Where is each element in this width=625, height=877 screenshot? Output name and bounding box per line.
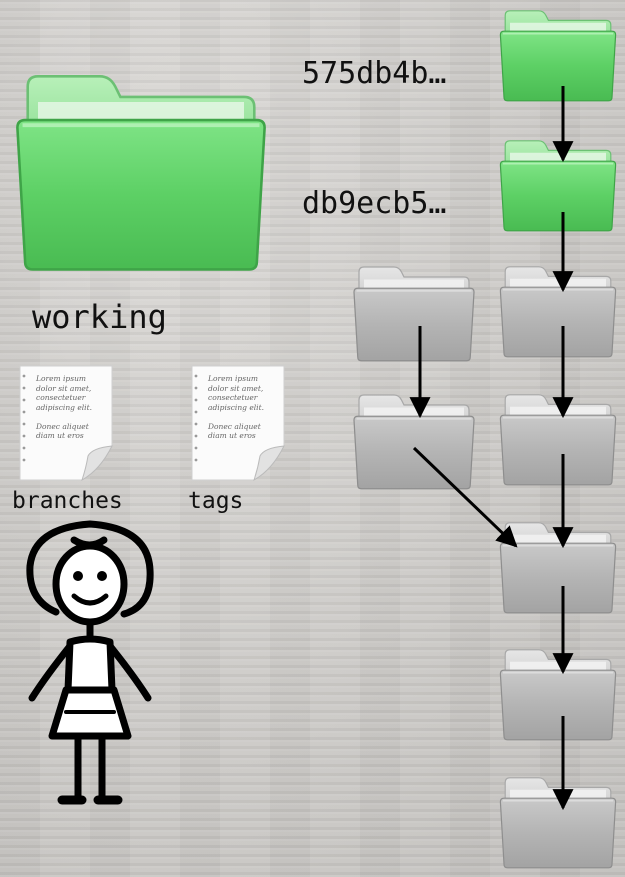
commit-hash-1: 575db4b… [302,56,447,91]
working-folder-icon[interactable] [15,74,267,272]
branches-document-icon[interactable] [16,364,116,482]
commit-hash-2: db9ecb5… [302,186,447,221]
branch-folder-1[interactable] [353,266,475,362]
commit-folder-db9ecb5[interactable] [499,139,617,232]
commit-folder-gray-2[interactable] [499,393,617,486]
branches-document-text: Lorem ipsum dolor sit amet, consectetuer… [36,374,92,440]
branches-label: branches [12,488,123,514]
commit-folder-gray-5[interactable] [499,776,617,869]
tags-document-text: Lorem ipsum dolor sit amet, consectetuer… [208,374,264,440]
branch-folder-2[interactable] [353,394,475,490]
commit-folder-gray-1[interactable] [499,265,617,358]
stick-figure-girl-icon [26,520,154,805]
commit-folder-merge[interactable] [499,521,617,614]
parent-arrows [409,86,574,811]
commit-folder-575db4b[interactable] [499,9,617,102]
arrow-branch-2-to-merge [412,446,518,548]
working-label: working [32,298,167,336]
tags-label: tags [188,488,244,514]
commit-folder-gray-4[interactable] [499,648,617,741]
tags-document-icon[interactable] [188,364,288,482]
